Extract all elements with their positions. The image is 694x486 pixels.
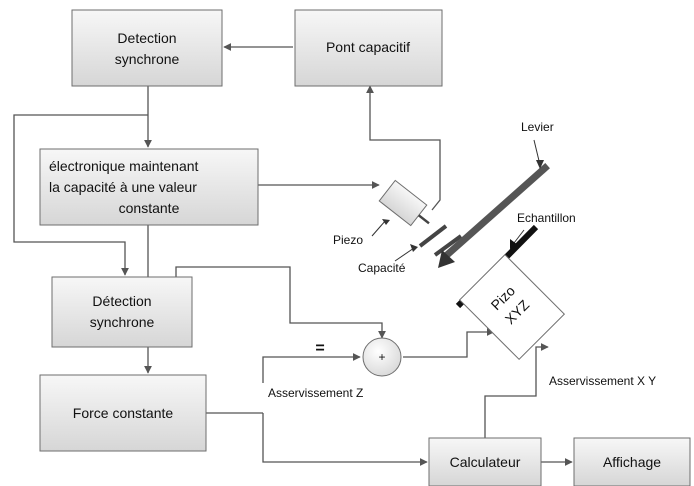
block-electronique-line2: la capacité à une valeur [49,179,197,195]
block-detection-synchrone-bottom: Détection synchrone [51,276,193,348]
block-detection-synchrone-bottom-line2: synchrone [90,314,155,330]
lever-cantilever [438,163,550,268]
block-calculateur-label: Calculateur [450,454,521,470]
wire-capacitor-to-pont [366,85,441,211]
wire-setpoint-to-sum [262,353,361,383]
wire-bypass-to-detection-bottom [13,114,148,276]
setpoint-equals: = [315,340,324,357]
callout-capacite: Capacité [358,244,418,275]
callout-piezo: Piezo [333,219,390,247]
callout-levier: Levier [521,120,554,169]
piezo-actuator [378,179,430,227]
block-calculateur: Calculateur [428,437,542,486]
block-detection-synchrone-top: Detection synchrone [71,9,223,87]
block-detection-synchrone-top-line2: synchrone [115,51,180,67]
label-asservissement-z: Asservissement Z [268,386,363,400]
block-force-constante: Force constante [39,374,207,452]
label-asservissement-xy: Asservissement X Y [549,374,656,388]
block-detection-synchrone-bottom-line1: Détection [92,293,151,309]
block-electronique-line3: constante [119,200,180,216]
block-force-constante-label: Force constante [73,405,174,421]
block-pont-capacitif: Pont capacitif [294,9,443,87]
block-electronique: électronique maintenant la capacité à un… [39,148,259,226]
summing-node-plus: + [378,350,385,364]
callout-piezo-label: Piezo [333,233,363,247]
block-affichage-label: Affichage [603,454,661,470]
block-pont-capacitif-label: Pont capacitif [326,39,410,55]
callout-echantillon: Echantillon [510,211,576,249]
wire-detection-to-sum [175,266,386,339]
block-electronique-line1: électronique maintenant [49,158,199,174]
capacitor-plates [418,224,463,257]
callout-capacite-label: Capacité [358,261,406,275]
callout-echantillon-label: Echantillon [517,211,576,225]
summing-node: + [362,337,402,377]
wire-force-to-calculateur [262,413,428,466]
block-affichage: Affichage [573,437,691,486]
wire-calculateur-to-piezo-xy [484,343,549,438]
callout-levier-label: Levier [521,120,554,134]
piezo-xyz-stage: Pizo XYZ [458,253,566,361]
wire-sum-to-piezo-xyz [403,328,495,358]
connections [13,43,573,466]
block-detection-synchrone-top-line1: Detection [117,30,176,46]
